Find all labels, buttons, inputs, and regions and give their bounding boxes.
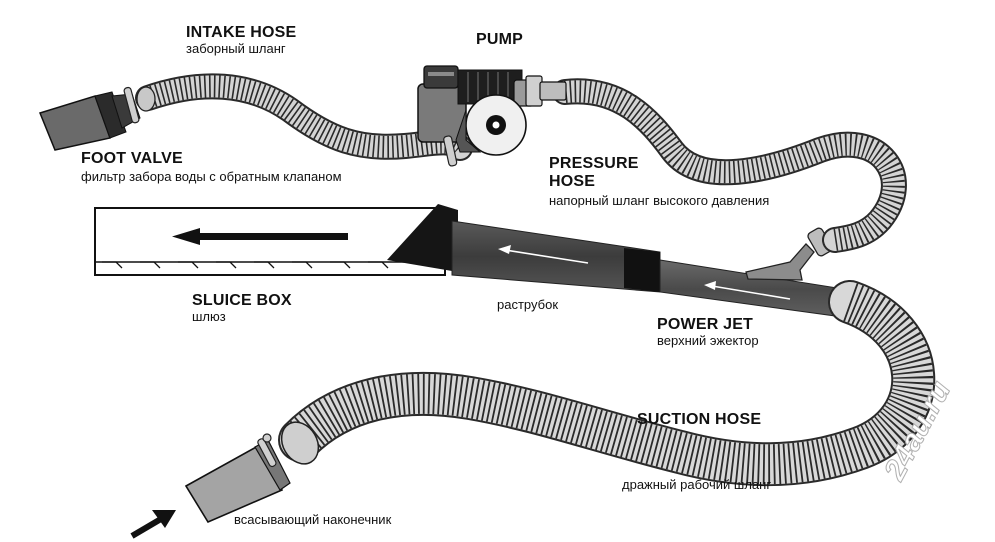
intake-hose-caption: заборный шланг — [186, 41, 286, 57]
intake-hose-title: INTAKE HOSE — [186, 24, 297, 41]
suction-hose-title: SUCTION HOSE — [637, 411, 762, 428]
flare-caption: раструбок — [497, 297, 559, 312]
power-jet — [659, 259, 851, 319]
power-jet-title: POWER JET — [657, 316, 754, 333]
pressure-hose-title-line1: PRESSURE — [549, 155, 639, 172]
sluice-box-caption: шлюз — [192, 309, 226, 325]
suction-arrow-icon — [130, 510, 176, 539]
jet-inlet-fitting — [745, 227, 833, 281]
flow-arrow-left-icon — [172, 228, 348, 245]
intake-hose-label: INTAKE HOSE заборный шланг — [186, 24, 296, 57]
pressure-hose-label: PRESSURE HOSE напорный шланг высокого да… — [549, 155, 769, 209]
suction-hose-end — [280, 421, 320, 465]
sluice-box-label: SLUICE BOX шлюз — [192, 292, 292, 325]
sluice-box-title: SLUICE BOX — [192, 292, 292, 309]
flare-cone — [387, 204, 458, 272]
pump-title: PUMP — [476, 31, 524, 48]
suction-nozzle — [184, 433, 291, 524]
sluice-box — [94, 207, 446, 276]
pressure-hose-title-line2: HOSE — [549, 173, 596, 191]
foot-valve-caption: фильтр забора воды с обратным клапаном — [81, 169, 342, 185]
suction-nozzle-caption: всасывающий наконечник — [234, 512, 392, 527]
sluice-riffles — [102, 261, 389, 269]
foot-valve-title: FOOT VALVE — [81, 150, 183, 167]
jet-collar — [624, 248, 660, 292]
suction-hose-caption: дражный рабочий шланг — [622, 477, 772, 492]
power-jet-caption: верхний эжектор — [657, 333, 759, 349]
pump — [417, 65, 567, 167]
power-jet-label: POWER JET верхний эжектор — [657, 316, 759, 349]
foot-valve-label: FOOT VALVE фильтр забора воды с обратным… — [81, 150, 342, 185]
pressure-hose-caption: напорный шланг высокого давления — [549, 192, 770, 208]
foot-valve — [38, 86, 156, 151]
